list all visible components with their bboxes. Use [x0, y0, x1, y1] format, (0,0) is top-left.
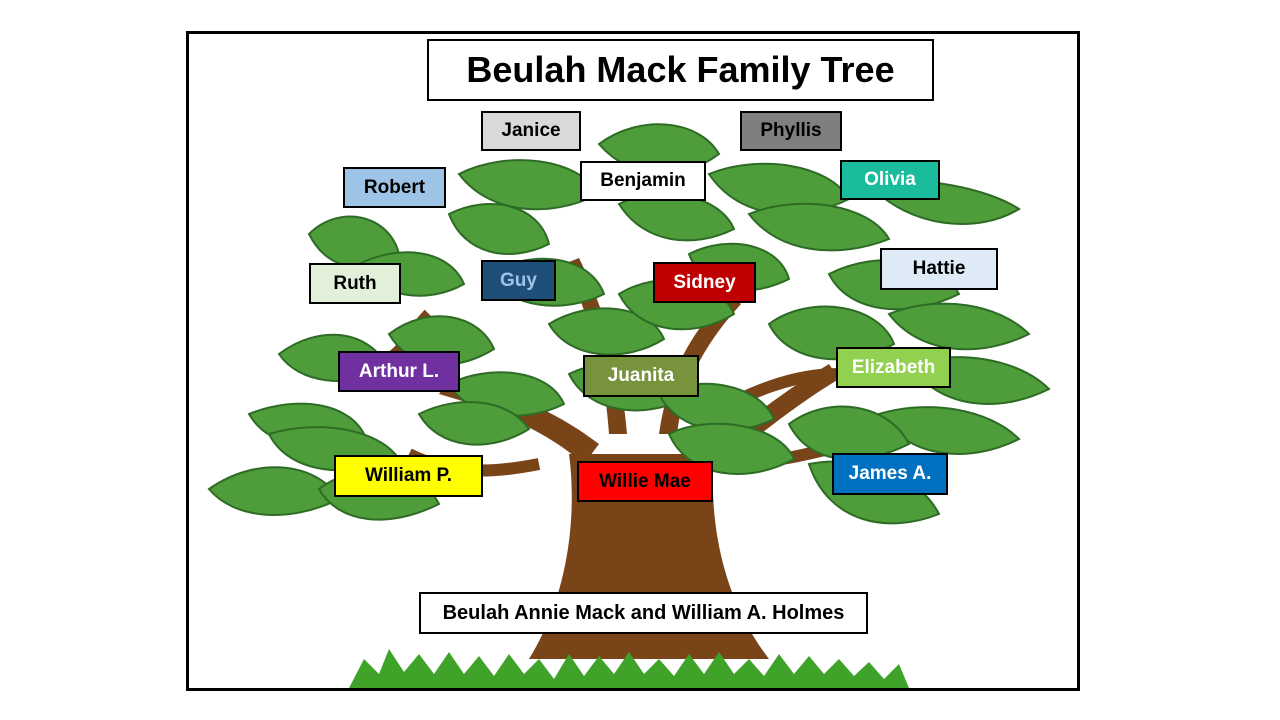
member-sidney: Sidney	[653, 262, 756, 303]
member-elizabeth: Elizabeth	[836, 347, 951, 388]
member-guy: Guy	[481, 260, 556, 301]
member-juanita: Juanita	[583, 355, 699, 397]
member-willie-mae: Willie Mae	[577, 461, 713, 502]
member-william-p: William P.	[334, 455, 483, 497]
member-janice: Janice	[481, 111, 581, 151]
member-hattie: Hattie	[880, 248, 998, 290]
member-ruth: Ruth	[309, 263, 401, 304]
member-arthur-l: Arthur L.	[338, 351, 460, 392]
member-olivia: Olivia	[840, 160, 940, 200]
family-tree-frame: Beulah Mack Family Tree Janice Phyllis B…	[186, 31, 1080, 691]
page-title: Beulah Mack Family Tree	[427, 39, 934, 101]
member-robert: Robert	[343, 167, 446, 208]
member-phyllis: Phyllis	[740, 111, 842, 151]
grass	[349, 649, 909, 688]
root-couple-label: Beulah Annie Mack and William A. Holmes	[419, 592, 868, 634]
member-benjamin: Benjamin	[580, 161, 706, 201]
member-james-a: James A.	[832, 453, 948, 495]
